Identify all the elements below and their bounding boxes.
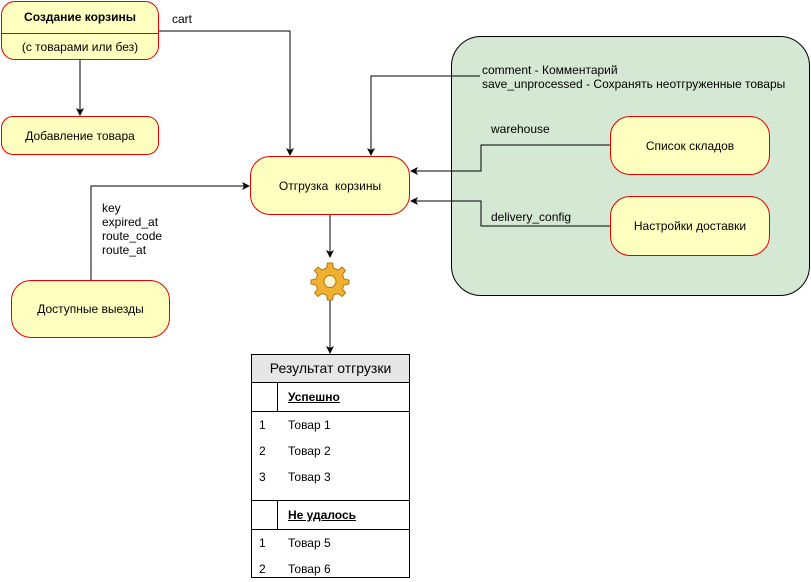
edge-label-route-at: route_at [102,243,147,257]
row-number: 2 [259,444,266,458]
table-row: 3 Товар 3 [252,464,409,490]
edge-exits [90,182,250,280]
edge-delivery-config [410,197,610,227]
row-item: Товар 5 [288,536,331,550]
add-item-node[interactable]: Добавление товара [1,116,159,155]
row-item: Товар 6 [288,562,331,576]
warehouse-list-label: Список складов [645,138,735,153]
delivery-settings-label: Настройки доставки [633,219,747,233]
table-row: 1 Товар 1 [252,412,409,438]
warehouse-list-node[interactable]: Список складов [610,116,770,175]
edge-comment [367,75,480,156]
add-item-label: Добавление товара [25,128,135,143]
ship-cart-node[interactable]: Отгрузка корзины [250,156,410,215]
table-row: 2 Товар 2 [252,438,409,464]
row-number: 1 [259,536,266,550]
edge-label-delivery-config: delivery_config [491,210,572,224]
available-exits-label: Доступные выезды [37,302,144,316]
create-cart-subtitle: (с товарами или без) [21,40,139,54]
table-row: 1 Товар 5 [252,530,409,556]
edge-label-cart: cart [172,12,193,26]
edge-label-route-code: route_code [102,229,163,243]
failed-caption: Не удалось [288,508,357,522]
create-cart-node[interactable]: Создание корзины (с товарами или без) [1,1,159,60]
edge-warehouse [410,144,610,175]
row-number: 2 [259,562,266,576]
shipment-result-table: Результат отгрузки Успешно 1 Товар 1 2 Т… [251,354,410,578]
section-divider [252,490,409,501]
edge-label-comment: comment - Комментарий [482,63,618,77]
result-title: Результат отгрузки [252,355,409,383]
success-caption: Успешно [288,390,340,404]
available-exits-node[interactable]: Доступные выезды [11,280,170,338]
gear-icon [310,262,350,301]
edge-label-save-unprocessed: save_unprocessed - Сохранять неотгруженн… [482,77,786,91]
row-number: 1 [259,418,266,432]
row-item: Товар 2 [288,444,331,458]
row-item: Товар 1 [288,418,331,432]
result-section-failed: Не удалось [252,501,409,530]
edge-label-key: key [102,201,121,215]
create-cart-title: Создание корзины [2,2,158,34]
row-number: 3 [259,470,266,484]
table-row: 2 Товар 6 [252,556,409,582]
result-section-success: Успешно [252,383,409,412]
edge-cart [159,30,294,156]
ship-cart-label: Отгрузка корзины [278,178,382,193]
row-item: Товар 3 [288,470,331,484]
edge-label-warehouse: warehouse [491,122,550,136]
delivery-settings-node[interactable]: Настройки доставки [610,196,770,256]
edge-label-expired-at: expired_at [102,215,159,229]
